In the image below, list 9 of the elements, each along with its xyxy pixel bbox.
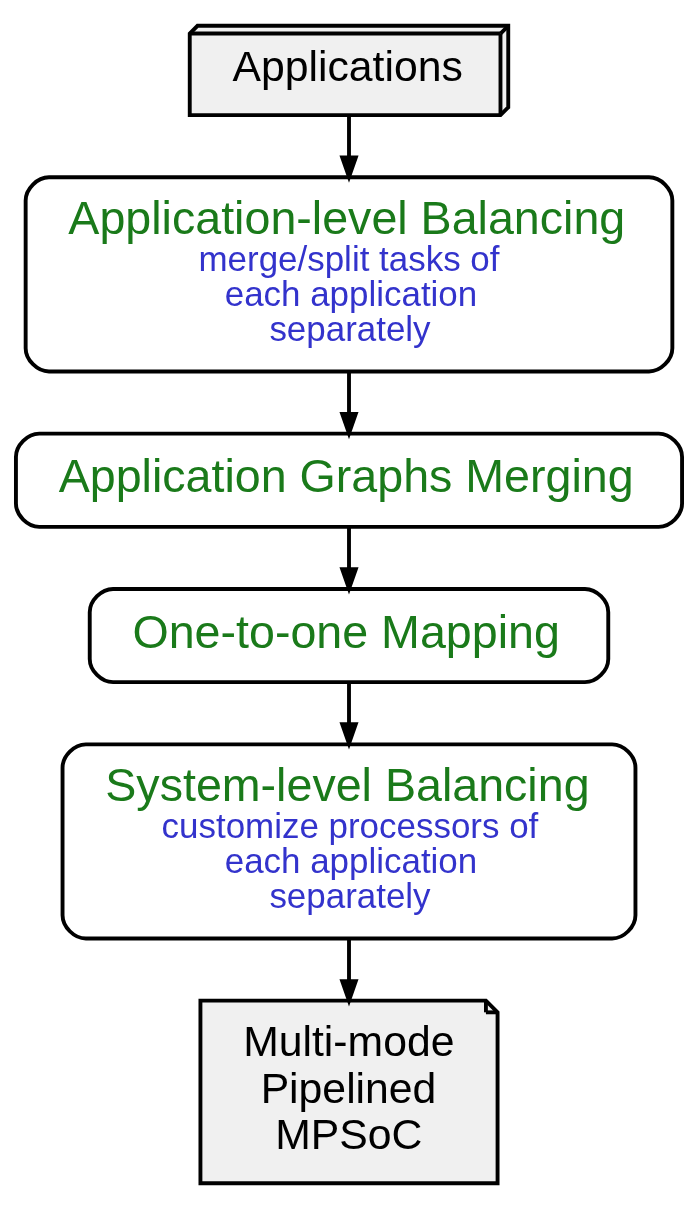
node-box: Application-level Balancing merge/split tasks of each application separately bbox=[23, 175, 675, 374]
arrow bbox=[339, 371, 359, 440]
node-box: One-to-one Mapping bbox=[87, 587, 611, 685]
arrow bbox=[339, 682, 359, 750]
arrow bbox=[339, 115, 359, 183]
arrow bbox=[339, 527, 359, 595]
node-box: System-level Balancing customize processors of each application separately bbox=[60, 742, 638, 941]
node-box: Application Graphs Merging bbox=[14, 431, 684, 529]
arrow bbox=[339, 938, 359, 1007]
